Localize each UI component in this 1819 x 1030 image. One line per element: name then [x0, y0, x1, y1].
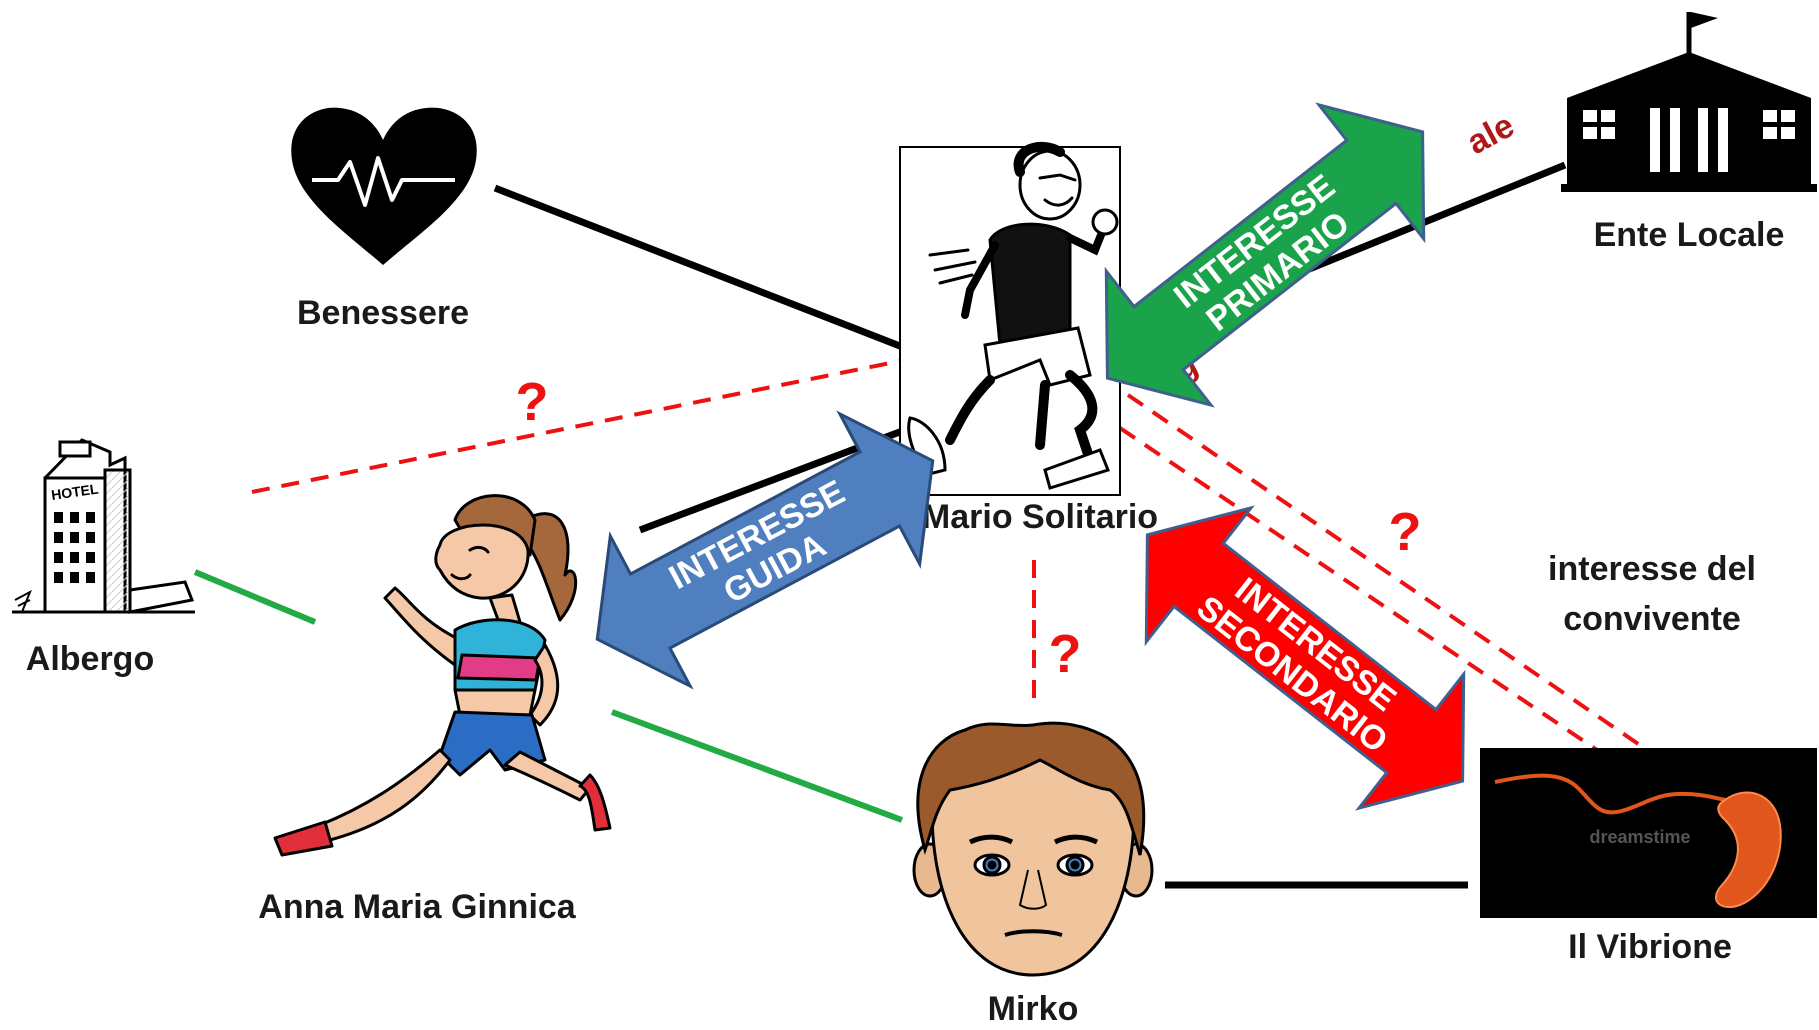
bacterium-body: [1715, 791, 1782, 908]
dashed-mario-vibrione-2: [1118, 426, 1602, 754]
dashed-mario-vibrione-1: [1126, 393, 1652, 754]
node-mirko: Mirko: [912, 721, 1154, 1028]
node-albergo: HOTEL Albergo: [12, 438, 195, 678]
hotel-building-icon: HOTEL: [12, 438, 195, 614]
town-hall-icon: [1561, 12, 1817, 192]
dashed-albergo-mario: [251, 358, 906, 494]
heart-pulse-icon: [291, 107, 477, 265]
label-anna: Anna Maria Ginnica: [258, 888, 576, 926]
runner-woman-illustration: [273, 494, 612, 857]
question-mark-mario-vibrione: ?: [1389, 502, 1422, 562]
line-anna-mirko: [610, 709, 904, 823]
label-convivente-2: convivente: [1563, 600, 1741, 638]
label-mirko: Mirko: [988, 990, 1079, 1028]
runner-man-illustration: [907, 141, 1119, 490]
boy-face-illustration: [912, 721, 1154, 977]
node-anna: Anna Maria Ginnica: [258, 494, 612, 926]
node-vibrione: dreamstime Il Vibrione: [1480, 748, 1817, 966]
question-mark-albergo-mario: ?: [516, 372, 549, 432]
node-mario: Mario Solitario: [899, 141, 1158, 536]
label-ente-locale: Ente Locale: [1594, 216, 1785, 254]
watermark-text: dreamstime: [1589, 827, 1690, 847]
label-convivente-1: interesse del: [1548, 550, 1756, 588]
node-benessere: Benessere: [291, 107, 477, 332]
line-albergo-anna: [193, 569, 317, 625]
line-benessere-mario: [493, 184, 907, 352]
question-mark-mario-mirko: ?: [1049, 624, 1082, 684]
label-vibrione: Il Vibrione: [1568, 928, 1732, 966]
svg-text:HOTEL: HOTEL: [50, 480, 100, 503]
label-albergo: Albergo: [26, 640, 154, 678]
label-benessere: Benessere: [297, 294, 469, 332]
label-mario: Mario Solitario: [922, 498, 1158, 536]
node-ente-locale: Ente Locale: [1561, 12, 1817, 254]
pulse-line: [312, 156, 455, 207]
partial-text-right: ale: [1461, 106, 1521, 162]
bacterium-flagellum: [1494, 773, 1729, 815]
